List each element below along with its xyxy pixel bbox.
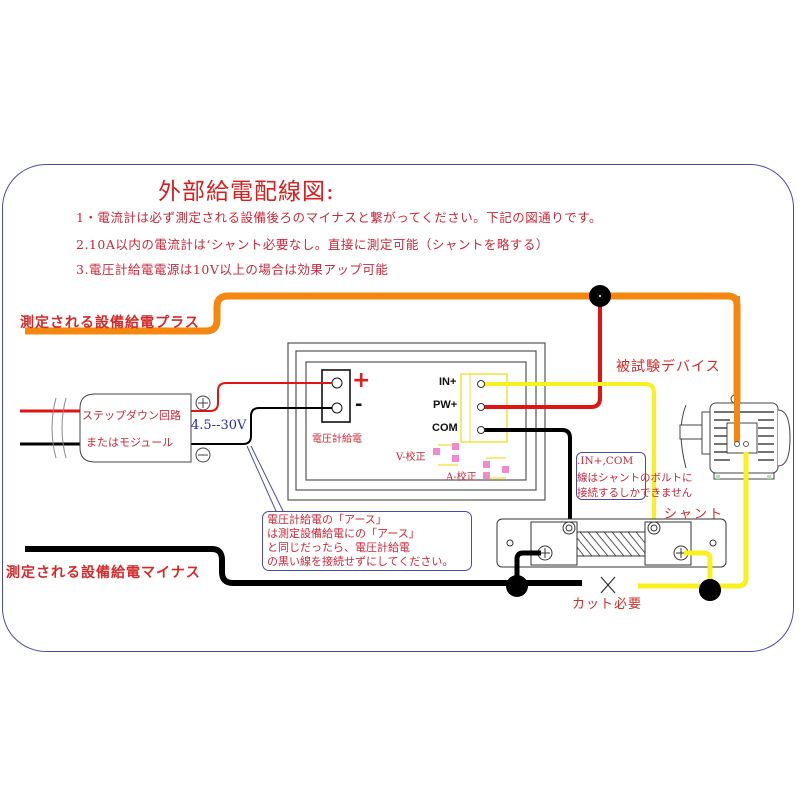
ground-callout: 電圧計給電の「アース」 は測定設備給電にの「アース」 と同じだったら、電圧計給電… (262, 511, 472, 571)
callout-pointer (250, 445, 284, 512)
meter-module (287, 342, 546, 501)
v-calibration-pads (433, 443, 459, 466)
supply-minus-label: 測定される設備給電マイナス (6, 565, 201, 581)
note-1: 1・電流計は必ず測定される設備後ろのマイナスと繋がってください。下記の図通りです… (76, 210, 602, 225)
pin-in-plus-label: IN+ (439, 376, 457, 388)
meter-power-terminal (321, 369, 351, 423)
a-calibration-pads (483, 457, 509, 479)
note-3: 3.電圧計給電電源は10V以上の場合は効果アップ可能 (76, 262, 389, 277)
shunt-label: シャント (664, 507, 725, 522)
supply-plus-label: 測定される設備給電プラス (20, 315, 200, 331)
motor-terminal-plus (734, 441, 740, 447)
minus-symbol: - (355, 394, 363, 415)
minus-junction-dot (506, 575, 528, 597)
wire-break-mark (61, 397, 67, 459)
a-calibration-label: A-校正 (446, 472, 477, 483)
cut-required-label: カット必要 (572, 597, 643, 612)
v-calibration-label: V-校正 (396, 452, 426, 463)
diagram-frame (2, 164, 794, 652)
pin-in-plus-terminal (477, 380, 485, 388)
cut-mark-icon (600, 576, 616, 594)
circle-plus-icon (195, 395, 211, 411)
ground-callout-line: は測定設備給電にの「アース」 (267, 527, 420, 540)
com-wire (480, 428, 572, 528)
pin-com-label: COM (432, 422, 458, 434)
motor-terminal-minus (743, 441, 749, 447)
stepdown-label-line1: ステップダウン回路 (82, 409, 181, 422)
stepdown-module (79, 393, 192, 463)
shunt-callout-line: 線はシャントのボルトに (577, 472, 693, 484)
supply-minus-wire (25, 546, 582, 586)
callout-pointer (246, 445, 277, 512)
device-under-test-label: 被試験デバイス (616, 359, 721, 375)
stepdown-red-output (191, 382, 332, 412)
shunt (496, 518, 727, 568)
wire-break-mark (51, 397, 57, 459)
pw-plus-wire (480, 296, 602, 409)
pin-com-terminal (477, 426, 485, 434)
motor-icon (679, 394, 791, 480)
diagram-title: 外部給電配線図: (158, 179, 335, 205)
plus-symbol: + (352, 368, 371, 393)
shunt-callout-line: 接続するしかできません (577, 487, 693, 499)
ground-callout-line: と同じだったら、電圧計給電 (267, 541, 410, 554)
circle-minus-icon (195, 447, 211, 463)
meter-power-label: 電圧計給電 (312, 434, 362, 445)
ground-callout-line: 電圧計給電の「アース」 (267, 513, 387, 526)
in-plus-wire (480, 382, 656, 528)
stepdown-black-output (191, 407, 332, 445)
shunt-callout-line: .IN+,COM (577, 455, 634, 467)
shunt-callout (576, 452, 646, 500)
pin-pw-plus-terminal (477, 403, 485, 411)
stepdown-label-line2: またはモジュール (86, 436, 174, 449)
pin-pw-plus-label: PW+ (433, 399, 458, 411)
voltage-range-label: 4.5--30V (191, 418, 247, 433)
note-2: 2.10A以内の電流計は‘シャント必要なし。直接に測定可能（シャントを略する） (76, 237, 549, 252)
ground-callout-line: の黒い線を接続せずにしてください。 (267, 555, 454, 568)
